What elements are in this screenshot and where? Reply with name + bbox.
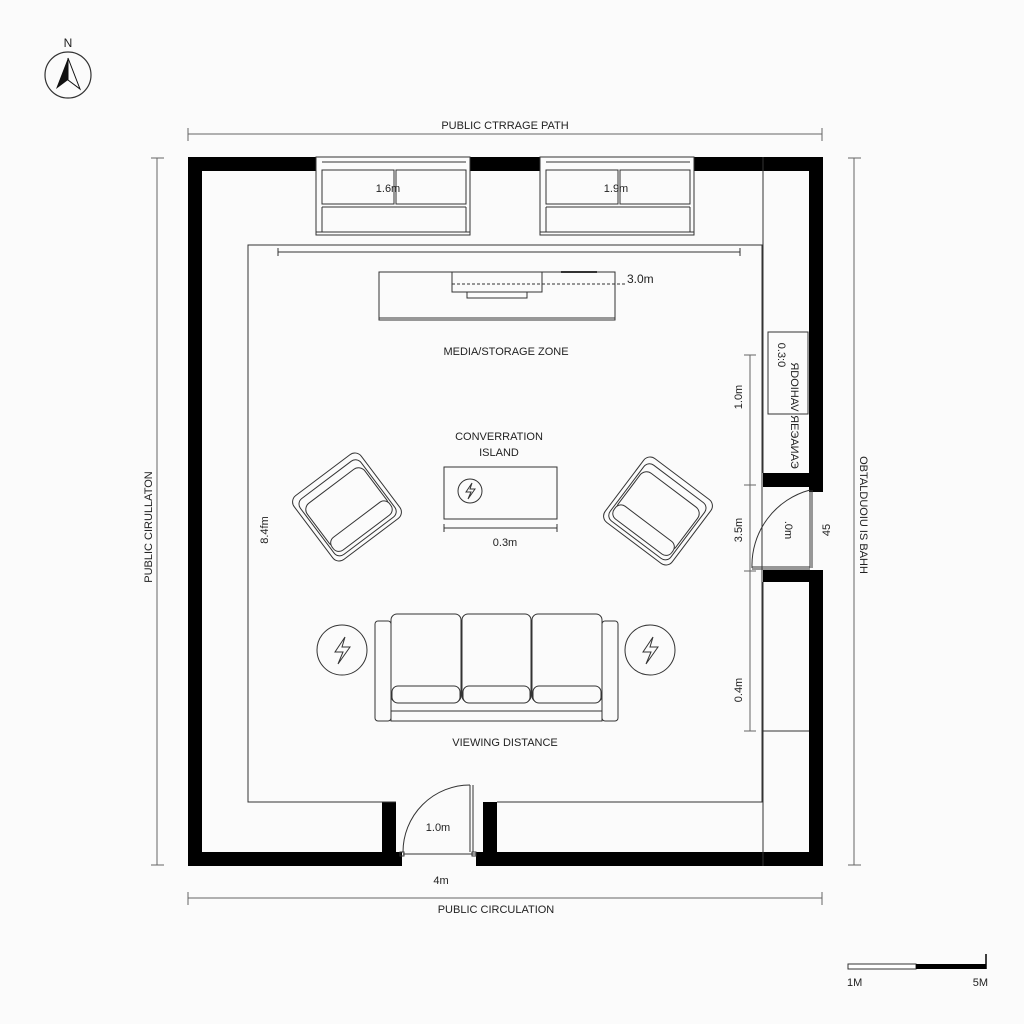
lightning-icon <box>624 624 676 676</box>
storage-unit-label: ЯЕЭАИAЭ <box>788 415 800 469</box>
window-left-dimension: 1.6m <box>376 183 400 195</box>
walls <box>188 157 823 866</box>
right-dimension <box>848 157 861 866</box>
right-door-width-dimension: .0m <box>782 521 794 539</box>
left-wall-dimension: 8.4fm <box>259 516 271 544</box>
right-path-label: OBTALDUOIU IS BAHH <box>857 456 869 574</box>
right-dimension-chain <box>744 354 756 732</box>
window-bench-right <box>539 156 695 236</box>
entry-door-dimension: 1.0m <box>426 822 450 834</box>
window-right-dimension: 1.9m <box>604 183 628 195</box>
island-width-dimension: 0.3m <box>493 537 517 549</box>
right-door-gap-dimension: 45 <box>821 524 833 536</box>
entry-offset-dimension: 4m <box>433 875 448 887</box>
scale-bar-end: 5M <box>973 977 988 989</box>
window-bench-left <box>315 156 471 236</box>
media-width-dimension: 3.0m <box>627 272 654 286</box>
top-dimension <box>187 128 823 141</box>
storage-unit-label: ЯDOIHAV <box>788 362 800 412</box>
right-lower-dimension: 0.4m <box>733 678 745 702</box>
compass-label: N <box>64 36 73 50</box>
left-path-label: PUBLIC CIRULLATON <box>143 471 155 583</box>
north-arrow-icon <box>56 57 82 91</box>
bottom-dimension <box>187 892 823 905</box>
lightning-icon <box>316 624 368 676</box>
conversation-island-label: ISLAND <box>479 447 519 459</box>
media-zone-label: MEDIA/STORAGE ZONE <box>443 346 568 358</box>
armchair-left <box>292 452 402 562</box>
coffee-table <box>443 466 558 532</box>
lightning-icon <box>457 478 483 504</box>
conversation-island-label: CONVERRATION <box>455 431 543 443</box>
scale-bar-start: 1M <box>847 977 862 989</box>
storage-unit-label: 0.3:0 <box>775 343 787 367</box>
viewing-distance-label: VIEWING DISTANCE <box>452 737 558 749</box>
right-door[interactable] <box>751 489 813 570</box>
media-console <box>378 271 625 321</box>
top-path-label: PUBLIC CTRRAGE PATH <box>441 120 568 132</box>
compass: N <box>44 36 92 99</box>
scale-bar: 1M 5M <box>847 954 988 989</box>
sofa <box>374 613 619 722</box>
entry-door[interactable] <box>399 784 477 857</box>
right-alcove <box>762 157 809 866</box>
left-dimension <box>151 157 164 866</box>
storage-unit: 0.3:0 ЯDOIHAV ЯЕЭАИAЭ <box>767 331 809 469</box>
right-upper-dimension: 1.0m <box>733 385 745 409</box>
rug-outline <box>247 244 763 803</box>
bottom-path-label: PUBLIC CIRCULATION <box>438 904 555 916</box>
right-door-span-dimension: 3.5m <box>733 518 745 542</box>
armchair-right <box>603 456 713 566</box>
